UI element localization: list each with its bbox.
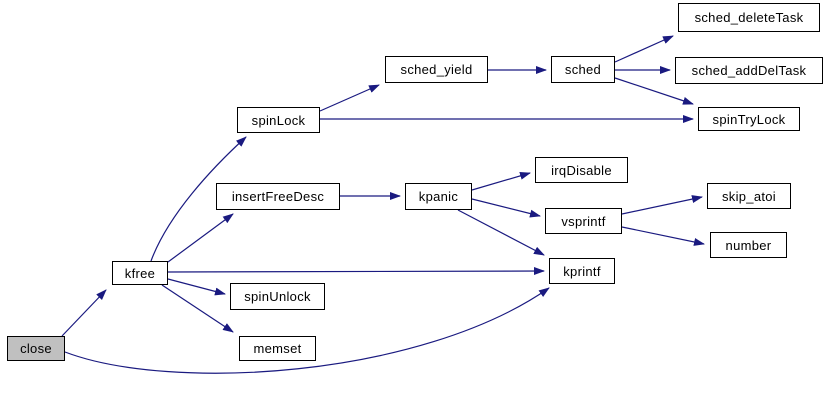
node-irqDisable[interactable]: irqDisable: [535, 157, 628, 183]
edge-kfree-to-memset: [161, 284, 234, 333]
node-kpanic[interactable]: kpanic: [405, 183, 472, 210]
node-spinLock[interactable]: spinLock: [237, 107, 320, 133]
node-spinUnlock[interactable]: spinUnlock: [230, 283, 325, 310]
node-spinTryLock[interactable]: spinTryLock: [698, 107, 800, 131]
node-sched_yield[interactable]: sched_yield: [385, 56, 488, 83]
node-skip_atoi[interactable]: skip_atoi: [707, 183, 791, 209]
node-vsprintf[interactable]: vsprintf: [545, 208, 622, 234]
edge-kfree-to-insertFreeDesc: [167, 213, 234, 263]
edge-kfree-to-kprintf: [167, 267, 545, 276]
node-close[interactable]: close: [7, 336, 65, 361]
edge-kfree-to-spinUnlock: [167, 278, 226, 296]
node-sched_deleteTask[interactable]: sched_deleteTask: [678, 3, 820, 32]
edge-close-to-kfree: [61, 289, 107, 337]
edge-spinLock-to-sched_yield: [319, 84, 380, 112]
edge-vsprintf-to-skip_atoi: [621, 195, 703, 215]
node-memset[interactable]: memset: [239, 336, 316, 361]
edge-kpanic-to-kprintf: [457, 209, 545, 256]
node-insertFreeDesc[interactable]: insertFreeDesc: [216, 183, 340, 210]
node-kfree[interactable]: kfree: [112, 261, 168, 285]
edge-sched-to-sched_deleteTask: [614, 35, 674, 63]
edge-kpanic-to-irqDisable: [471, 171, 531, 191]
edge-sched-to-spinTryLock: [614, 77, 694, 105]
node-sched[interactable]: sched: [551, 56, 615, 83]
edge-kfree-to-spinLock: [150, 136, 247, 262]
node-kprintf[interactable]: kprintf: [549, 258, 615, 284]
edge-vsprintf-to-number: [621, 226, 705, 246]
node-sched_addDelTask[interactable]: sched_addDelTask: [675, 57, 823, 84]
node-number[interactable]: number: [710, 232, 787, 258]
edge-close-to-kprintf: [64, 287, 550, 374]
edge-kpanic-to-vsprintf: [471, 198, 541, 218]
